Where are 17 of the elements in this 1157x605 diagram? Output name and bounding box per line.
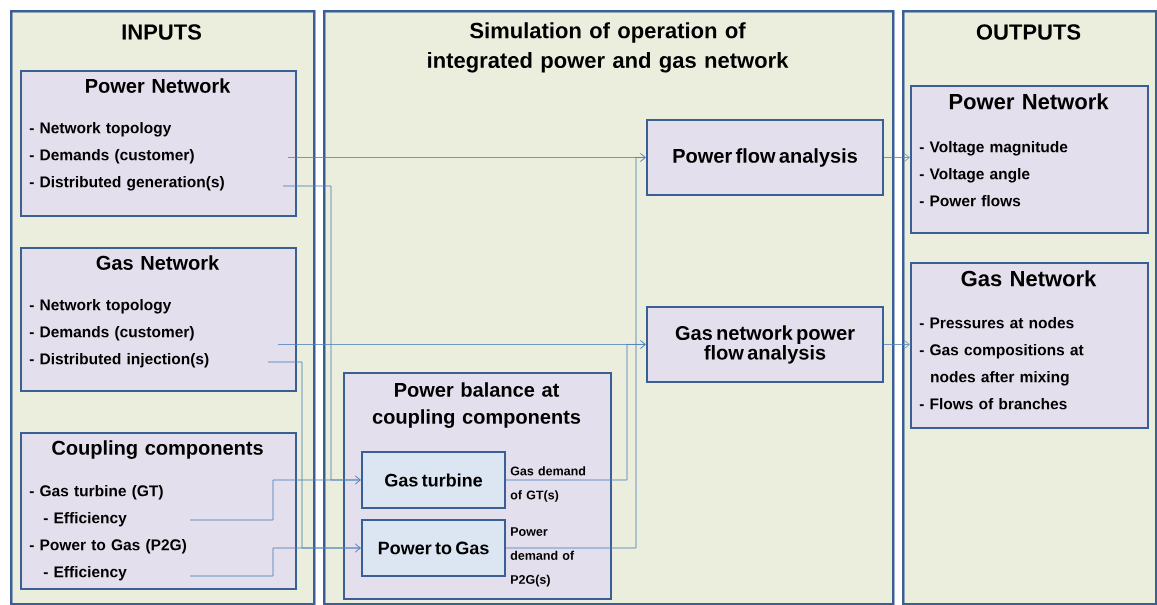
process-box: Power to Gas [361,519,506,577]
process-box: Gas network power flow analysis [646,306,884,383]
annotation-text: Gas demand of GT(s) [510,466,586,502]
annotation-text: Power demand of P2G(s) [510,527,575,587]
arrow [505,153,646,549]
arrow [189,543,361,577]
arrow [189,475,361,521]
arrow [883,153,910,162]
info-box: Coupling components - Gas turbine (GT) - Efficiency - Power to Gas (P2G) - Efficiency [20,432,297,590]
arrow [883,340,910,349]
arrow [505,340,646,481]
process-box: Power flow analysis [646,119,884,196]
info-box: Power Network - Voltage magnitude - Voltage angle - Power flows [910,85,1149,234]
process-box: Gas turbine [361,451,506,509]
info-box: Power Network - Network topology - Demands (customer) - Distributed generation(s) [20,70,297,217]
info-box: Gas Network - Network topology - Demands (customer) - Distributed injection(s) [20,247,297,392]
info-box: Gas Network - Pressures at nodes - Gas compositions at nodes after mixing - Flows of branches [910,262,1149,429]
